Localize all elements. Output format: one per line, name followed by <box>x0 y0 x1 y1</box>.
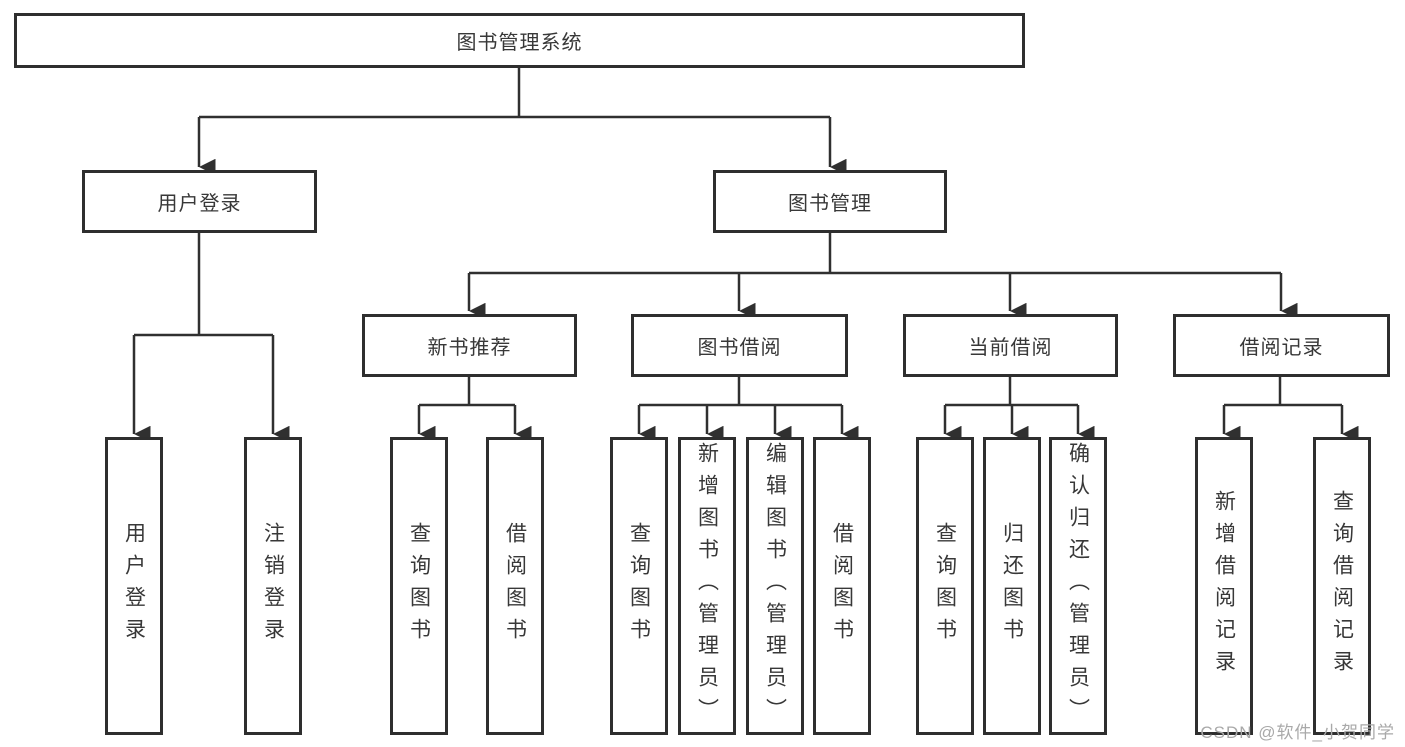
node-book-borrow: 图书借阅 <box>631 314 848 377</box>
leaf-query-books-1-label: 查询图书 <box>407 522 431 650</box>
connector-borrow-children <box>637 377 859 443</box>
leaf-query-borrow-record-label: 查询借阅记录 <box>1330 490 1354 682</box>
connector-current-children <box>943 377 1095 443</box>
leaf-confirm-return-admin-label: 确认归还（管理员） <box>1066 442 1090 730</box>
leaf-borrow-books-2: 借阅图书 <box>813 437 871 735</box>
node-current-borrow: 当前借阅 <box>903 314 1118 377</box>
node-borrow-records: 借阅记录 <box>1173 314 1390 377</box>
leaf-logout: 注销登录 <box>244 437 302 735</box>
leaf-logout-label: 注销登录 <box>261 522 285 650</box>
node-borrow-records-label: 借阅记录 <box>1239 337 1324 359</box>
csdn-watermark: CSDN @软件_小贺同学 <box>1200 723 1395 742</box>
leaf-query-books-2: 查询图书 <box>610 437 668 735</box>
node-current-borrow-label: 当前借阅 <box>968 337 1053 359</box>
node-root-label: 图书管理系统 <box>456 32 583 54</box>
leaf-borrow-books-1-label: 借阅图书 <box>503 522 527 650</box>
node-root: 图书管理系统 <box>14 13 1025 68</box>
connector-bookmgmt-children <box>467 233 1298 320</box>
leaf-query-books-2-label: 查询图书 <box>627 522 651 650</box>
leaf-edit-book-admin-label: 编辑图书（管理员） <box>763 442 787 730</box>
node-new-book-recommend-label: 新书推荐 <box>427 337 512 359</box>
leaf-confirm-return-admin: 确认归还（管理员） <box>1049 437 1107 735</box>
leaf-user-login-label: 用户登录 <box>122 522 146 650</box>
leaf-query-books-1: 查询图书 <box>390 437 448 735</box>
leaf-user-login: 用户登录 <box>105 437 163 735</box>
leaf-query-books-3: 查询图书 <box>916 437 974 735</box>
node-new-book-recommend: 新书推荐 <box>362 314 577 377</box>
connector-root-to-level2 <box>197 68 847 176</box>
node-user-login: 用户登录 <box>82 170 317 233</box>
leaf-query-borrow-record: 查询借阅记录 <box>1313 437 1371 735</box>
leaf-return-book-label: 归还图书 <box>1000 522 1024 650</box>
node-book-borrow-label: 图书借阅 <box>697 337 782 359</box>
leaf-return-book: 归还图书 <box>983 437 1041 735</box>
leaf-edit-book-admin: 编辑图书（管理员） <box>746 437 804 735</box>
connector-userlogin-children <box>132 233 290 443</box>
leaf-add-book-admin-label: 新增图书（管理员） <box>695 442 719 730</box>
leaf-borrow-books-1: 借阅图书 <box>486 437 544 735</box>
node-user-login-label: 用户登录 <box>157 193 242 215</box>
connector-newbooks-children <box>417 377 532 443</box>
leaf-add-borrow-record: 新增借阅记录 <box>1195 437 1253 735</box>
node-book-management-label: 图书管理 <box>788 193 872 215</box>
leaf-query-books-3-label: 查询图书 <box>933 522 957 650</box>
node-book-management: 图书管理 <box>713 170 947 233</box>
leaf-add-borrow-record-label: 新增借阅记录 <box>1212 490 1236 682</box>
connector-records-children <box>1222 377 1359 443</box>
leaf-borrow-books-2-label: 借阅图书 <box>830 522 854 650</box>
leaf-add-book-admin: 新增图书（管理员） <box>678 437 736 735</box>
